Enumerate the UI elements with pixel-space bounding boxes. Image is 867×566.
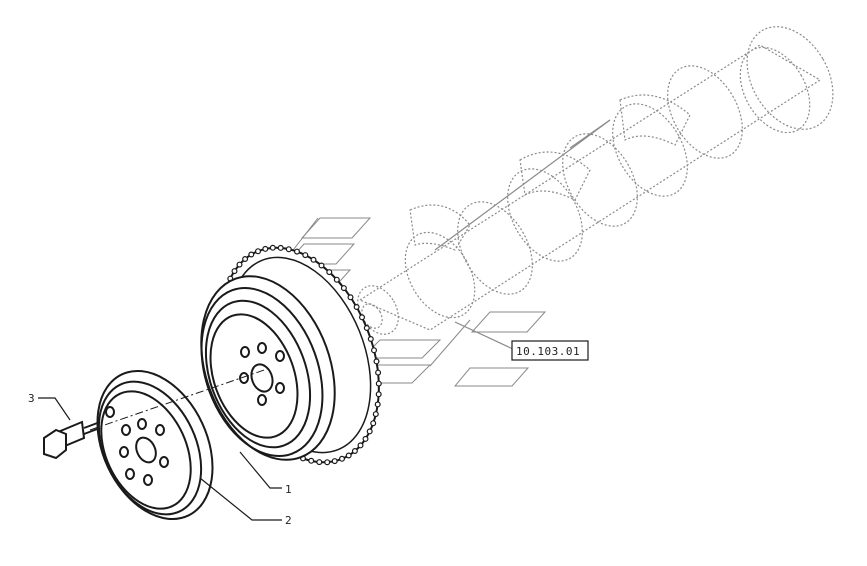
callout-part-1: 1 (285, 483, 292, 496)
gear-tooth (366, 428, 373, 435)
gear-tooth (285, 246, 292, 253)
gear-tooth (277, 244, 284, 251)
gear-tooth (242, 256, 249, 263)
gear-tooth (269, 244, 276, 251)
damper-pulley (200, 275, 336, 461)
gear-tooth (347, 294, 354, 301)
gear-tooth (255, 248, 262, 255)
gear-tooth (359, 314, 366, 321)
gear-tooth (324, 459, 331, 466)
gear-tooth (248, 251, 255, 258)
gear-tooth (310, 256, 317, 263)
gear-tooth (374, 401, 381, 408)
gear-tooth (357, 442, 364, 449)
gear-tooth (318, 262, 325, 269)
gear-tooth (370, 420, 377, 427)
gear-tooth (333, 276, 340, 283)
callout-leaders (38, 397, 282, 521)
gear-tooth (326, 269, 333, 276)
callout-part-3: 3 (28, 392, 35, 405)
gear-tooth (231, 268, 238, 275)
gear-tooth (316, 459, 323, 466)
gear-tooth (302, 252, 309, 259)
gear-tooth (262, 245, 269, 252)
hub-pulley (96, 369, 214, 521)
gear-tooth (331, 458, 338, 465)
gear-tooth (367, 336, 374, 343)
gear-tooth (372, 411, 379, 418)
gear-tooth (345, 452, 352, 459)
gear-tooth (308, 457, 315, 464)
gear-tooth (294, 248, 301, 255)
callout-part-2: 2 (285, 514, 292, 527)
gear-tooth (371, 347, 378, 354)
reference-box: 10.103.01 (511, 340, 589, 361)
gear-tooth (351, 448, 358, 455)
gear-tooth (362, 435, 369, 442)
gear-tooth (375, 369, 382, 376)
gear-tooth (340, 285, 347, 292)
gear-tooth (339, 455, 346, 462)
gear-tooth (373, 358, 380, 365)
crankshaft-ghost (357, 26, 834, 351)
reference-box-label: 10.103.01 (516, 345, 580, 358)
gear-tooth (353, 304, 360, 311)
gear-tooth (363, 325, 370, 332)
gear-tooth (375, 391, 382, 398)
gear-tooth (236, 261, 243, 268)
gear-tooth (375, 380, 382, 387)
bolt (43, 420, 101, 460)
